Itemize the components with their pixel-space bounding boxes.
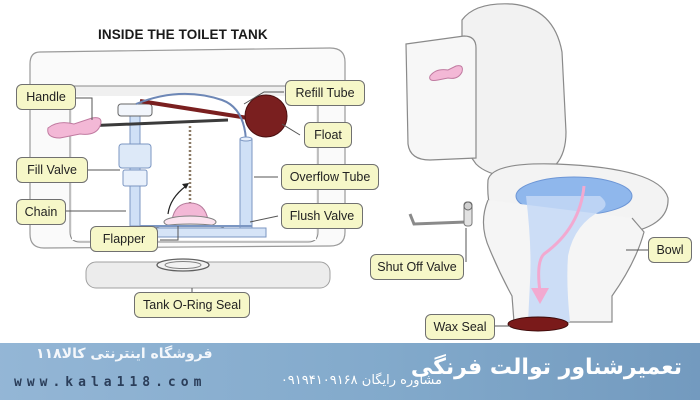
label-refill-tube: Refill Tube [285,80,365,106]
promo-banner [0,343,700,400]
float-arm [139,99,249,120]
label-fill-valve: Fill Valve [16,157,88,183]
toilet-lid [461,3,567,179]
banner-subtitle: مشاوره رایگان ۰۹۱۹۴۱۰۹۱۶۸ [280,373,442,388]
banner-store-name: فروشگاه اینترنتی کالا۱۱۸ [36,346,213,362]
banner-title: تعمیرشناور توالت فرنگی [410,355,682,380]
tank-illustration [29,47,346,289]
label-bowl: Bowl [648,237,692,263]
refill-tube-shape [135,92,247,141]
float-ball [244,94,288,138]
toilet-handle [429,65,463,81]
tank-base [85,261,331,289]
label-chain: Chain [16,199,66,225]
shut-off-valve-shape [408,201,473,227]
handle-lever [83,118,229,128]
handle-shape [47,117,102,139]
banner-url[interactable]: www.kala118.com [14,375,207,390]
label-flapper: Flapper [90,226,158,252]
toilet-illustration [405,3,669,332]
label-float: Float [304,122,352,148]
diagram-title: INSIDE THE TOILET TANK [98,27,268,42]
wax-seal-shape [507,316,569,332]
label-handle: Handle [16,84,76,110]
fill-valve-shape [117,103,153,227]
label-flush-valve: Flush Valve [281,203,363,229]
tank-leader-lines [62,91,301,292]
label-overflow-tube: Overflow Tube [281,164,379,190]
overflow-tube-shape [239,136,253,230]
label-shut-off-valve: Shut Off Valve [370,254,464,280]
oring-seal-shape [156,258,210,272]
toilet-tank [405,35,477,161]
toilet-leader-lines [465,228,648,327]
label-wax-seal: Wax Seal [425,314,495,340]
label-tank-oring-seal: Tank O-Ring Seal [134,292,250,318]
flow-arrow [537,185,586,293]
